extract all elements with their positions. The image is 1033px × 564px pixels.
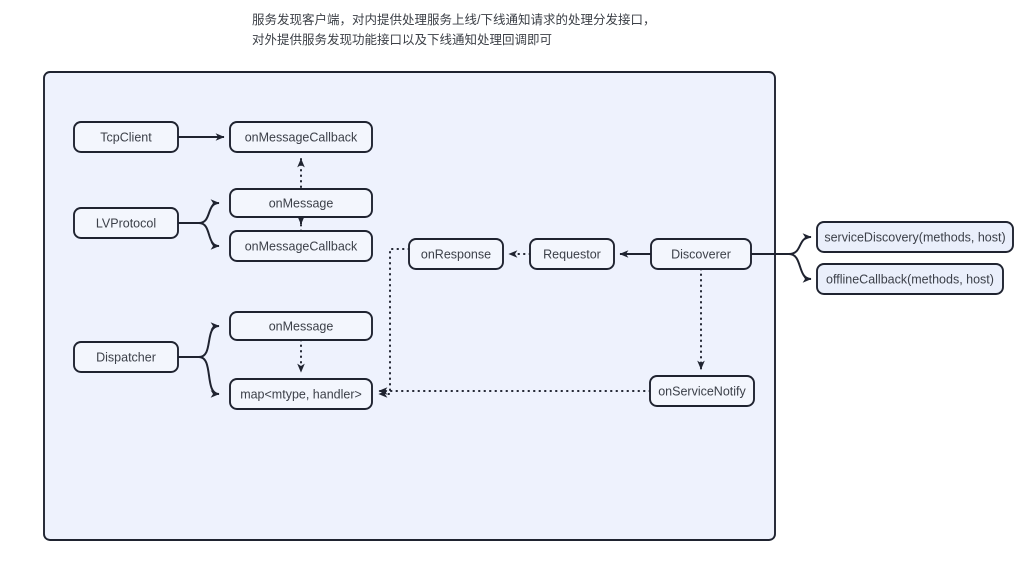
node-lvprotocol-label: LVProtocol <box>96 216 156 230</box>
node-requestor-label: Requestor <box>543 247 601 261</box>
node-requestor[interactable]: Requestor <box>529 238 615 270</box>
node-discoverer-shape[interactable] <box>650 238 752 270</box>
node-lvprotocol-shape[interactable] <box>73 207 179 239</box>
node-onmessagecallback-lv-label: onMessageCallback <box>245 239 358 253</box>
node-offlinecallback-shape[interactable] <box>816 263 1004 295</box>
node-lvprotocol[interactable]: LVProtocol <box>73 207 179 239</box>
node-onresponse-label: onResponse <box>421 247 491 261</box>
node-onservicenotify-label: onServiceNotify <box>658 384 746 398</box>
node-onmessage-lv-shape[interactable] <box>229 188 373 218</box>
client-container-panel <box>43 71 776 541</box>
edge-dispatcher-to-maphandler <box>198 356 220 398</box>
node-requestor-shape[interactable] <box>529 238 615 270</box>
node-onmessage-lv-label: onMessage <box>269 196 334 210</box>
edge-dispatcher-to-onmessage <box>198 322 220 358</box>
node-dispatcher[interactable]: Dispatcher <box>73 341 179 373</box>
node-map-mtype-handler-label: map<mtype, handler> <box>240 387 362 401</box>
node-servicediscovery-label: serviceDiscovery(methods, host) <box>824 230 1005 244</box>
node-onmessagecallback-tcp-shape[interactable] <box>229 121 373 153</box>
node-offlinecallback-label: offlineCallback(methods, host) <box>826 272 994 286</box>
node-tcpclient[interactable]: TcpClient <box>73 121 179 153</box>
node-onresponse[interactable]: onResponse <box>408 238 504 270</box>
diagram-caption: 服务发现客户端，对内提供处理服务上线/下线通知请求的处理分发接口， 对外提供服务… <box>252 13 656 47</box>
node-discoverer-label: Discoverer <box>671 247 731 261</box>
node-tcpclient-label: TcpClient <box>100 130 152 144</box>
node-map-mtype-handler[interactable]: map<mtype, handler> <box>229 378 373 410</box>
node-dispatcher-shape[interactable] <box>73 341 179 373</box>
node-onmessage-lv[interactable]: onMessage <box>229 188 373 218</box>
node-onmessage-dispatcher-label: onMessage <box>269 319 334 333</box>
node-tcpclient-shape[interactable] <box>73 121 179 153</box>
node-map-mtype-handler-shape[interactable] <box>229 378 373 410</box>
edge-layer <box>178 133 812 398</box>
node-onmessagecallback-lv-shape[interactable] <box>229 230 373 262</box>
edge-lvprotocol-to-onmessagecallback <box>198 222 220 250</box>
node-onservicenotify-shape[interactable] <box>649 375 755 407</box>
node-onresponse-shape[interactable] <box>408 238 504 270</box>
edge-discoverer-to-offlinecallback <box>788 253 812 283</box>
node-servicediscovery-shape[interactable] <box>816 221 1014 253</box>
node-dispatcher-label: Dispatcher <box>96 350 156 364</box>
node-discoverer[interactable]: Discoverer <box>650 238 752 270</box>
edge-discoverer-to-servicediscovery <box>788 233 812 255</box>
node-onmessagecallback-lv[interactable]: onMessageCallback <box>229 230 373 262</box>
node-onmessagecallback-tcp[interactable]: onMessageCallback <box>229 121 373 153</box>
node-servicediscovery[interactable]: serviceDiscovery(methods, host) <box>816 221 1014 253</box>
node-onmessage-dispatcher[interactable]: onMessage <box>229 311 373 341</box>
node-onmessagecallback-tcp-label: onMessageCallback <box>245 130 358 144</box>
node-offlinecallback[interactable]: offlineCallback(methods, host) <box>816 263 1004 295</box>
node-onservicenotify[interactable]: onServiceNotify <box>649 375 755 407</box>
node-onmessage-dispatcher-shape[interactable] <box>229 311 373 341</box>
